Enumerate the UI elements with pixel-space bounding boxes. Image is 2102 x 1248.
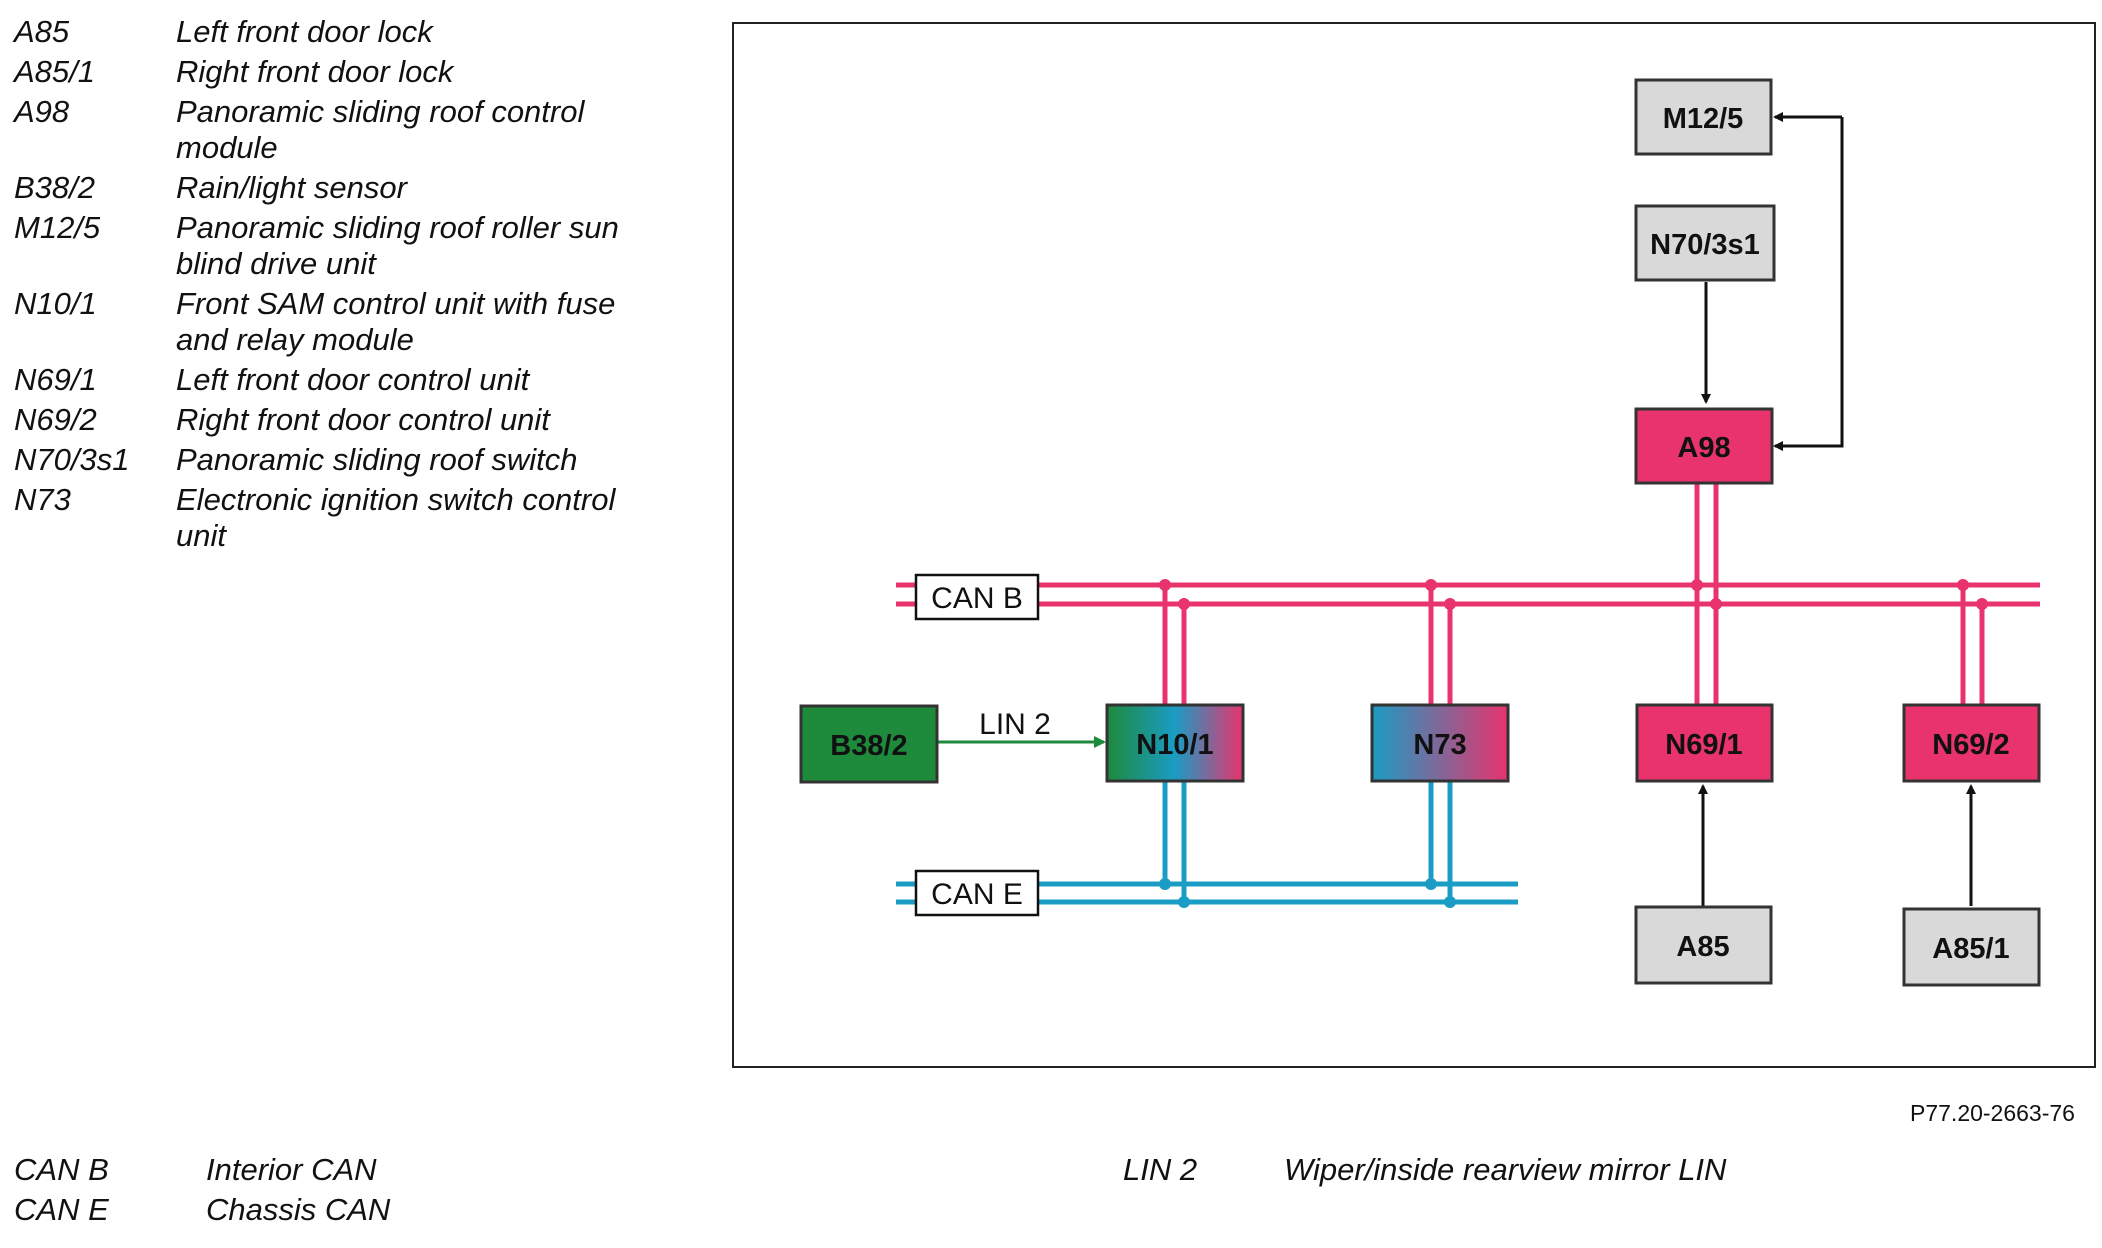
legend-code: A98 (14, 94, 70, 129)
node-label: A98 (1677, 432, 1730, 464)
legend-desc: Panoramic sliding roof switch (176, 442, 578, 477)
can-b-connections (1159, 483, 1988, 705)
node-n70-3s1: N70/3s1 (1634, 204, 1776, 282)
node-label: N73 (1413, 729, 1466, 761)
legend-row: N69/1 Left front door control unit (14, 362, 654, 398)
can-b-label: CAN B (914, 573, 1040, 621)
legend-desc: Left front door lock (176, 14, 433, 49)
legend-code: M12/5 (14, 210, 101, 245)
legend-desc: Left front door control unit (176, 362, 530, 397)
legend-desc: Chassis CAN (206, 1192, 391, 1227)
can-e-label: CAN E (914, 869, 1040, 917)
can-e-text: CAN E (931, 878, 1023, 911)
bus-legend-left: CAN B Interior CAN CAN E Chassis CAN (14, 1150, 654, 1230)
legend-desc: Right front door lock (176, 54, 454, 89)
legend-desc: Electronic ignition switch control unit (176, 482, 616, 553)
legend-row: B38/2 Rain/light sensor (14, 170, 654, 206)
node-n69-2: N69/2 (1902, 703, 2041, 783)
legend-code: A85/1 (14, 54, 96, 89)
node-n10-1: N10/1 (1105, 703, 1245, 783)
node-n69-1: N69/1 (1635, 703, 1774, 783)
lin2-connection: LIN 2 (936, 708, 1106, 748)
legend-code: LIN 2 (1123, 1152, 1198, 1187)
legend-row: M12/5 Panoramic sliding roof roller sun b… (14, 210, 654, 282)
node-label: N70/3s1 (1650, 229, 1760, 261)
node-label: B38/2 (830, 730, 907, 762)
legend-code: CAN E (14, 1192, 109, 1227)
diagram-frame (732, 22, 2096, 1068)
legend-desc: Rain/light sensor (176, 170, 407, 205)
can-b-text: CAN B (931, 582, 1023, 615)
legend-row: A85/1 Right front door lock (14, 54, 654, 90)
node-label: M12/5 (1663, 103, 1744, 135)
node-a85-1: A85/1 (1902, 907, 2041, 987)
legend-code: N69/1 (14, 362, 97, 397)
legend-code: N10/1 (14, 286, 97, 321)
legend-code: N69/2 (14, 402, 97, 437)
legend-row: CAN E Chassis CAN (14, 1190, 654, 1230)
legend-desc: Panoramic sliding roof control module (176, 94, 585, 165)
bus-legend-right: LIN 2 Wiper/inside rearview mirror LIN (1123, 1150, 1763, 1190)
figure-reference: P77.20-2663-76 (1910, 1100, 2075, 1126)
legend-row: LIN 2 Wiper/inside rearview mirror LIN (1123, 1150, 1763, 1190)
legend-row: N73 Electronic ignition switch control un… (14, 482, 654, 554)
node-label: N10/1 (1136, 729, 1213, 761)
legend-code: CAN B (14, 1152, 109, 1187)
node-a85: A85 (1634, 905, 1773, 985)
legend-row: CAN B Interior CAN (14, 1150, 654, 1190)
legend-desc: Wiper/inside rearview mirror LIN (1284, 1152, 1727, 1187)
node-n73: N73 (1370, 703, 1510, 783)
legend-row: N10/1 Front SAM control unit with fuse an… (14, 286, 654, 358)
legend-desc: Front SAM control unit with fuse and rel… (176, 286, 616, 357)
legend-row: N70/3s1 Panoramic sliding roof switch (14, 442, 654, 478)
signal-arrows (1698, 112, 1976, 906)
node-label: A85 (1676, 931, 1729, 963)
can-e-connections (1159, 780, 1456, 908)
legend-code: N70/3s1 (14, 442, 130, 477)
legend-row: A98 Panoramic sliding roof control module (14, 94, 654, 166)
node-b38-2: B38/2 (799, 704, 939, 784)
legend-desc: Panoramic sliding roof roller sun blind … (176, 210, 619, 281)
legend-code: B38/2 (14, 170, 96, 205)
node-a98: A98 (1634, 407, 1774, 485)
node-label: N69/2 (1932, 729, 2009, 761)
legend-desc: Right front door control unit (176, 402, 550, 437)
legend-code: N73 (14, 482, 71, 517)
legend-row: N69/2 Right front door control unit (14, 402, 654, 438)
legend-desc: Interior CAN (206, 1152, 377, 1187)
node-label: N69/1 (1665, 729, 1742, 761)
can-b-bus (896, 582, 2040, 607)
node-m12-5: M12/5 (1634, 78, 1773, 156)
legend-row: A85 Left front door lock (14, 14, 654, 50)
node-label: A85/1 (1932, 933, 2009, 965)
legend-code: A85 (14, 14, 70, 49)
lin2-text: LIN 2 (979, 708, 1051, 741)
